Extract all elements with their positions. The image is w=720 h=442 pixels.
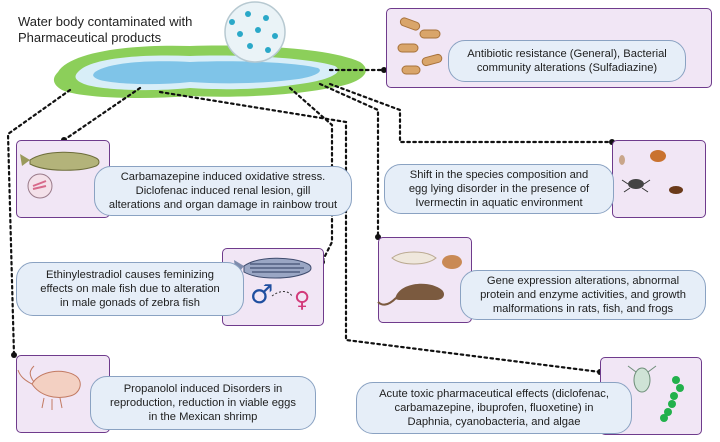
antibiotic-line-1: Antibiotic resistance (General), Bacteri… xyxy=(467,48,667,60)
male-symbol-icon: ♂ xyxy=(250,280,274,310)
title-line-2: Pharmaceutical products xyxy=(18,30,162,45)
water-body-title: Water body contaminated with Pharmaceuti… xyxy=(18,14,192,46)
connector-ivermectin xyxy=(328,82,614,144)
gene-expression-line-3: malformations in rats, fish, and frogs xyxy=(492,303,674,315)
pond-illustration xyxy=(53,45,366,98)
title-line-1: Water body contaminated with xyxy=(18,14,193,29)
propanolol-line-1: Propanolol induced Disorders in xyxy=(123,383,283,395)
acute-toxic-line-2: carbamazepine, ibuprofen, fluoxetine) in xyxy=(394,402,594,414)
ivermectin-line-2: egg lying disorder in the presence of xyxy=(408,183,590,195)
ethinylestradiol-bubble: Ethinylestradiol causes feminizing effec… xyxy=(16,262,244,316)
gene-expression-line-2: protein and enzyme activities, and growt… xyxy=(480,289,686,301)
carbamazepine-bubble: Carbamazepine induced oxidative stress. … xyxy=(94,166,352,216)
ethinylestradiol-line-3: in male gonads of zebra fish xyxy=(60,297,200,309)
carbamazepine-line-2: Diclofenac induced renal lesion, gill xyxy=(135,185,311,197)
ivermectin-line-1: Shift in the species composition and xyxy=(409,169,589,181)
antibiotic-bubble: Antibiotic resistance (General), Bacteri… xyxy=(448,40,686,82)
connector-carbamazepine xyxy=(62,86,142,142)
antibiotic-line-2: community alterations (Sulfadiazine) xyxy=(476,62,658,74)
propanolol-bubble: Propanolol induced Disorders in reproduc… xyxy=(90,376,316,430)
carbamazepine-line-3: alterations and organ damage in rainbow … xyxy=(108,199,338,211)
ivermectin-bubble: Shift in the species composition and egg… xyxy=(384,164,614,214)
pharmaceutical-particles-icon xyxy=(224,1,286,63)
acute-toxic-line-1: Acute toxic pharmaceutical effects (dicl… xyxy=(379,388,609,400)
female-symbol-icon: ♀ xyxy=(294,288,311,313)
acute-toxic-bubble: Acute toxic pharmaceutical effects (dicl… xyxy=(356,382,632,434)
ethinylestradiol-line-2: effects on male fish due to alteration xyxy=(40,283,220,295)
connector-acute-toxic xyxy=(158,90,602,374)
gene-expression-line-1: Gene expression alterations, abnormal xyxy=(486,275,680,287)
ivermectin-line-3: Ivermectin in aquatic environment xyxy=(415,197,583,209)
ethinylestradiol-line-1: Ethinylestradiol causes feminizing xyxy=(46,269,214,281)
connector-propanolol xyxy=(6,88,72,357)
propanolol-line-3: in the Mexican shrimp xyxy=(148,411,258,423)
acute-toxic-line-3: Daphnia, cyanobacteria, and algae xyxy=(407,416,581,428)
gene-expression-bubble: Gene expression alterations, abnormal pr… xyxy=(460,270,706,320)
connector-gene-expression xyxy=(318,82,380,239)
propanolol-line-2: reproduction, reduction in viable eggs xyxy=(110,397,296,409)
carbamazepine-line-1: Carbamazepine induced oxidative stress. xyxy=(120,171,326,183)
animal-models-panel xyxy=(378,237,472,323)
